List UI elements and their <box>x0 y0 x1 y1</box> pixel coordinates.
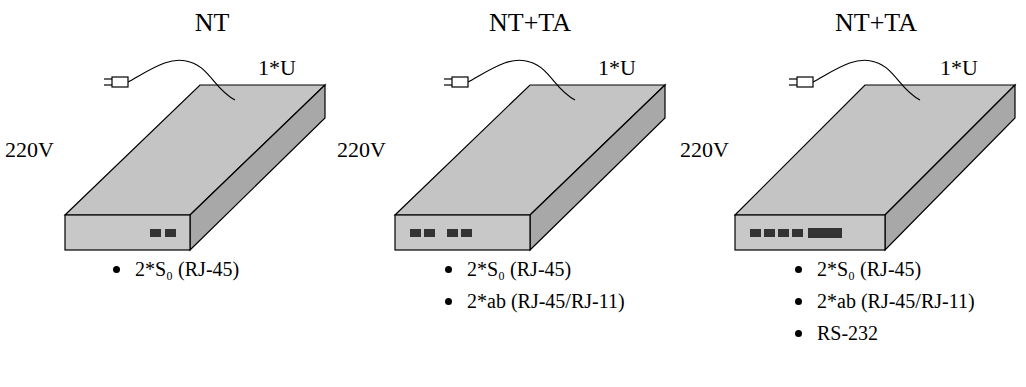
power-supply: 220V <box>337 137 386 162</box>
bullet-marker <box>113 266 120 273</box>
bullet-marker <box>795 330 802 337</box>
nt-ta-serial-device <box>735 60 1015 250</box>
port-item: 2*S₀ (RJ-45) <box>817 258 921 281</box>
port-item: 2*S₀ (RJ-45) <box>467 258 571 281</box>
power-supply: 220V <box>680 137 729 162</box>
port-item: 2*ab (RJ-45/RJ-11) <box>467 290 625 313</box>
port-item: 2*ab (RJ-45/RJ-11) <box>817 290 975 313</box>
line-interface: 1*U <box>258 55 296 80</box>
bullet-marker <box>445 298 452 305</box>
port-item: RS-232 <box>817 322 878 345</box>
bullet-marker <box>795 298 802 305</box>
port-item: 2*S₀ (RJ-45) <box>135 258 239 281</box>
nt-ta-device <box>395 60 665 250</box>
device-title: NT+TA <box>835 8 917 38</box>
line-interface: 1*U <box>598 55 636 80</box>
power-supply: 220V <box>5 137 54 162</box>
device-title: NT <box>195 8 230 38</box>
device-title: NT+TA <box>489 8 571 38</box>
nt-device <box>65 60 325 250</box>
bullet-marker <box>795 266 802 273</box>
line-interface: 1*U <box>940 55 978 80</box>
bullet-marker <box>445 266 452 273</box>
